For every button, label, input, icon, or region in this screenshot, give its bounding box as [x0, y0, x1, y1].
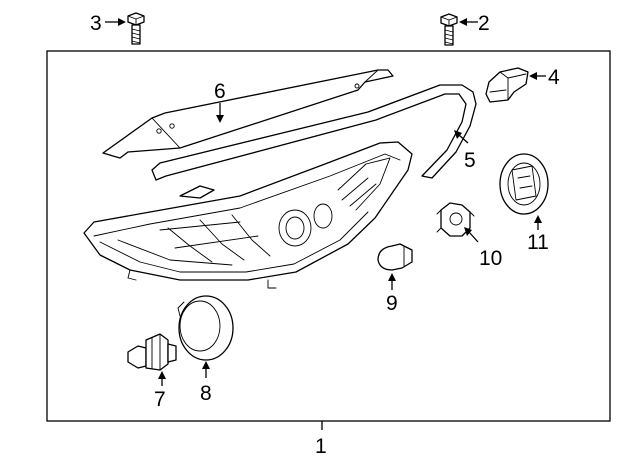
callout-7: 7 [154, 371, 166, 411]
part-9-bulb[interactable] [377, 243, 413, 271]
part-10-socket[interactable] [436, 202, 475, 237]
callout-2: 2 [459, 12, 490, 35]
callout-9-label: 9 [386, 292, 398, 315]
part-11-socket-cover[interactable] [499, 153, 549, 215]
callout-3-label: 3 [90, 12, 102, 35]
part-6-trim-strip[interactable] [102, 69, 394, 159]
callout-6-label: 6 [214, 80, 226, 103]
callout-8-label: 8 [200, 382, 212, 405]
assembly-frame [46, 50, 611, 422]
headlamp-assembly[interactable] [83, 141, 413, 289]
callout-4: 4 [529, 66, 560, 89]
part-5-seal[interactable] [151, 84, 477, 181]
callout-6: 6 [214, 80, 226, 123]
part-2-screw[interactable] [440, 13, 458, 46]
callout-1-label: 1 [315, 435, 327, 458]
callout-11: 11 [527, 215, 549, 254]
part-7-headlamp-bulb[interactable] [127, 333, 177, 371]
callout-1: 1 [315, 421, 327, 458]
part-8-ring[interactable] [177, 295, 234, 361]
callout-10: 10 [464, 227, 502, 270]
part-4-bracket[interactable] [485, 67, 529, 103]
callout-4-label: 4 [548, 66, 560, 89]
callout-3: 3 [90, 12, 126, 35]
callout-2-label: 2 [478, 12, 490, 35]
callout-7-label: 7 [154, 388, 166, 411]
callout-8: 8 [200, 361, 212, 405]
callout-5-label: 5 [464, 149, 476, 172]
part-3-screw[interactable] [127, 12, 145, 45]
callout-10-label: 10 [479, 247, 502, 270]
callout-11-label: 11 [527, 231, 549, 254]
callout-5: 5 [454, 130, 476, 172]
callout-9: 9 [386, 273, 398, 315]
